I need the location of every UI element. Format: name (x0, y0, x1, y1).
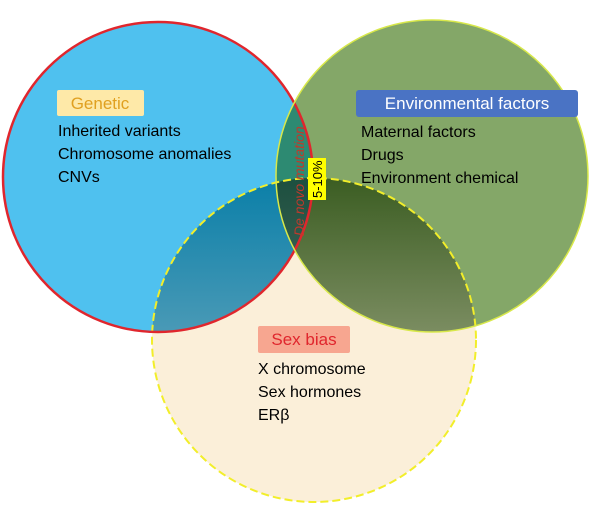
environmental-item: Drugs (361, 147, 404, 164)
environmental-label: Environmental factors (385, 94, 549, 113)
genetic-item: Inherited variants (58, 123, 181, 140)
genetic-item: Chromosome anomalies (58, 146, 231, 163)
de-novo-mutation-label: De novo mutation (291, 126, 307, 236)
environmental-item: Environment chemical (361, 170, 518, 187)
sex-bias-item: ERβ (258, 407, 289, 424)
environmental-label-box (356, 90, 578, 117)
sex-bias-item: Sex hormones (258, 384, 361, 401)
environmental-item: Maternal factors (361, 124, 476, 141)
genetic-sex-overlap (152, 178, 313, 332)
sex-bias-item: X chromosome (258, 361, 366, 378)
sex-bias-label: Sex bias (271, 330, 336, 349)
environmental-outline (275, 19, 589, 333)
percent-label: 5-10% (310, 160, 325, 198)
genetic-item: CNVs (58, 169, 100, 186)
sex-bias-label-box (258, 326, 350, 353)
environmental-sex-overlap (276, 178, 476, 332)
genetic-label-box (57, 90, 144, 116)
genetic-label: Genetic (71, 94, 130, 113)
percent-badge (308, 158, 326, 200)
